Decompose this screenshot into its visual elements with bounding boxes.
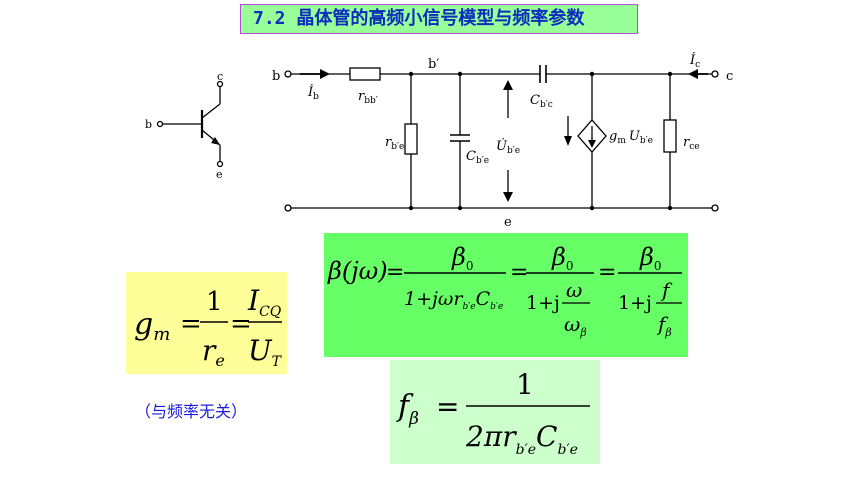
label-node-e: e — [504, 215, 512, 230]
svg-text:re: re — [202, 334, 225, 370]
svg-text:fβ: fβ — [656, 312, 672, 339]
svg-text:=: = — [510, 260, 528, 285]
page-title: 7.2 晶体管的高频小信号模型与频率参数 — [240, 4, 638, 34]
svg-text:=: = — [180, 309, 202, 339]
svg-text:1+j: 1+j — [526, 292, 560, 314]
beta-formula: β(jω) = β0 1+jωrb′eCb′e = β0 1+j ω ωβ = … — [324, 233, 688, 357]
svg-text:ωβ: ωβ — [564, 312, 587, 339]
label-rce: rce — [683, 135, 700, 152]
svg-text:=: = — [436, 390, 459, 423]
svg-text:β0: β0 — [551, 243, 574, 273]
svg-text:1: 1 — [206, 287, 223, 317]
resistor-rbb — [349, 67, 381, 81]
terminal-e-left — [284, 204, 292, 212]
label-ib: İb — [307, 83, 319, 102]
svg-text:2πrb′eCb′e: 2πrb′eCb′e — [465, 420, 578, 458]
terminal-b — [284, 70, 292, 78]
svg-text:f: f — [660, 278, 673, 302]
label-ube: U̇b′e — [496, 138, 520, 156]
svg-text:gm: gm — [134, 307, 170, 345]
label-cbe: Cb′e — [466, 149, 489, 166]
svg-text:=: = — [598, 260, 616, 285]
svg-text:ICQ: ICQ — [247, 284, 282, 320]
gm-formula: gm = 1 re = ICQ UT — [126, 272, 287, 374]
label-ic: İc — [689, 51, 700, 70]
svg-text:β(jω): β(jω) — [327, 257, 388, 285]
svg-text:UT: UT — [248, 334, 283, 370]
svg-text:ω: ω — [566, 278, 582, 302]
label-node-b: b — [272, 69, 280, 84]
svg-text:=: = — [230, 309, 252, 339]
symbol-label-e: e — [216, 168, 223, 181]
svg-text:β0: β0 — [639, 243, 662, 273]
svg-text:1: 1 — [516, 368, 534, 401]
svg-text:=: = — [386, 260, 404, 285]
fbeta-formula: fβ = 1 2πrb′eCb′e — [390, 360, 600, 464]
symbol-label-c: c — [217, 70, 223, 83]
svg-text:1+j: 1+j — [618, 292, 652, 314]
label-rbb: rbb′ — [358, 89, 378, 106]
terminal-c — [711, 70, 719, 78]
frequency-independent-note: （与频率无关） — [135, 402, 248, 421]
symbol-label-b: b — [145, 118, 152, 131]
label-node-c: c — [726, 69, 733, 84]
label-node-bprime: b′ — [428, 57, 439, 72]
resistor-rbe — [404, 123, 418, 155]
svg-text:1+jωrb′eCb′e: 1+jωrb′eCb′e — [404, 288, 503, 312]
label-rbe: rb′e — [385, 135, 404, 152]
label-cbc: Cb′c — [530, 93, 553, 110]
transistor-symbol — [156, 80, 224, 168]
resistor-rce — [663, 119, 677, 153]
svg-text:fβ: fβ — [396, 389, 419, 429]
svg-text:β0: β0 — [451, 243, 474, 273]
terminal-e-right — [711, 204, 719, 212]
